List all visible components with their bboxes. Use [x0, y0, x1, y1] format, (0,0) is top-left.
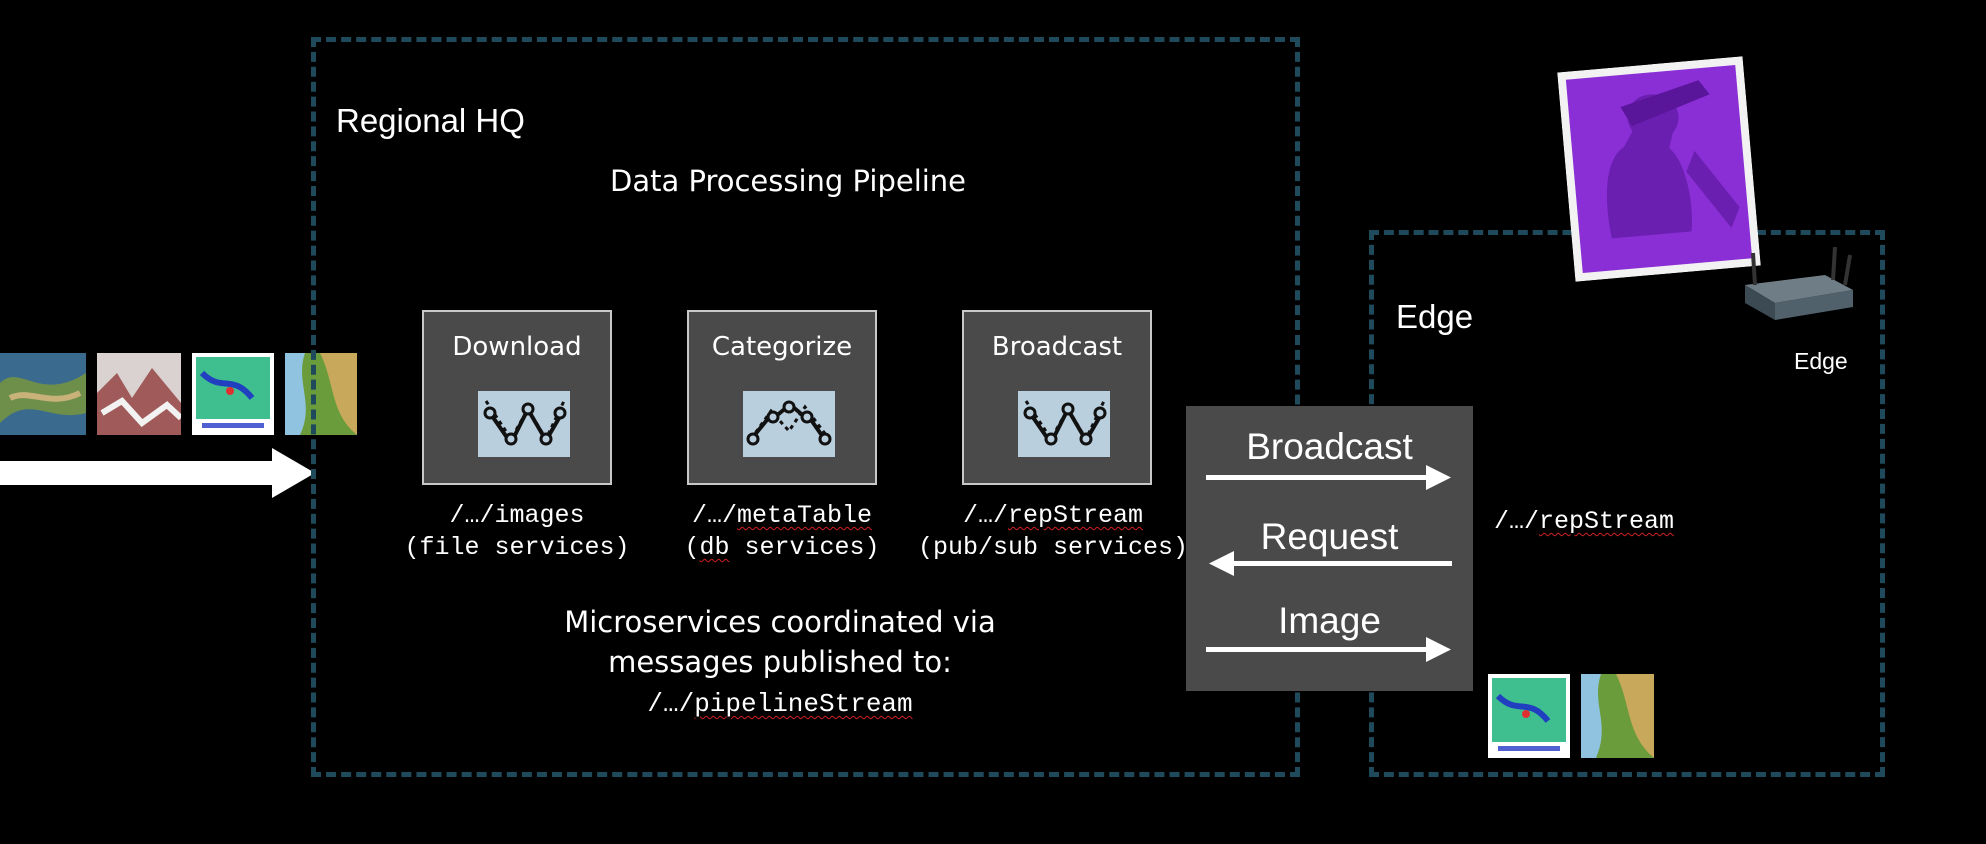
categorize-service-box[interactable]: Categorize: [687, 310, 877, 485]
arrow-left-icon: [1209, 551, 1452, 576]
regional-hq-title: Regional HQ: [336, 102, 525, 139]
broadcast-service-kind: (pub/sub services): [917, 533, 1189, 562]
broadcast-path-text: /…/repStream (pub/sub services): [912, 500, 1194, 564]
workflow-icon: [743, 391, 835, 457]
satellite-thumb-mountains: [97, 353, 181, 435]
workflow-icon: [1018, 391, 1110, 457]
categorize-path: /…/metaTable: [691, 501, 873, 530]
broadcast-service-box[interactable]: Broadcast: [962, 310, 1152, 485]
incoming-arrow-icon: [0, 448, 315, 498]
categorize-path-text: /…/metaTable (db services): [652, 500, 912, 564]
received-heatmap-thumb: [1488, 674, 1570, 758]
workflow-icon: [478, 391, 570, 457]
received-terrain-thumb: [1581, 674, 1654, 758]
arrow-right-icon: [1206, 465, 1451, 490]
message-exchange-panel: Broadcast Request Image: [1186, 406, 1473, 691]
image-message-label: Image: [1278, 600, 1381, 641]
download-service-kind: (file services): [404, 533, 630, 562]
terrain-thumb: [285, 353, 357, 435]
coordination-note: Microservices coordinated via messages p…: [520, 602, 1040, 726]
download-path-text: /…/images (file services): [392, 500, 642, 564]
broadcast-path: /…/repStream: [962, 501, 1144, 530]
download-path: /…/images: [449, 501, 585, 530]
edge-device-label: Edge: [1794, 348, 1848, 374]
categorize-service-label: Categorize: [711, 332, 853, 362]
pipeline-title: Data Processing Pipeline: [610, 164, 967, 198]
request-message-label: Request: [1260, 516, 1399, 557]
heatmap-thumb: [192, 353, 274, 435]
pipeline-stream-path: /…/pipelineStream: [647, 689, 913, 719]
download-service-label: Download: [452, 332, 582, 362]
firefighter-badge-icon: [1557, 56, 1761, 282]
coordination-line-1: Microservices coordinated via: [564, 605, 996, 639]
edge-title: Edge: [1396, 298, 1474, 335]
categorize-service-kind: (db services): [684, 533, 880, 562]
download-service-box[interactable]: Download: [422, 310, 612, 485]
broadcast-message-label: Broadcast: [1246, 426, 1413, 467]
coordination-line-2: messages published to:: [608, 645, 952, 679]
edge-router-icon: [1735, 245, 1860, 325]
satellite-thumb-coast: [0, 353, 86, 435]
broadcast-service-label: Broadcast: [991, 332, 1123, 362]
edge-stream-path: /…/repStream: [1494, 507, 1675, 536]
arrow-right-icon: [1206, 637, 1451, 662]
